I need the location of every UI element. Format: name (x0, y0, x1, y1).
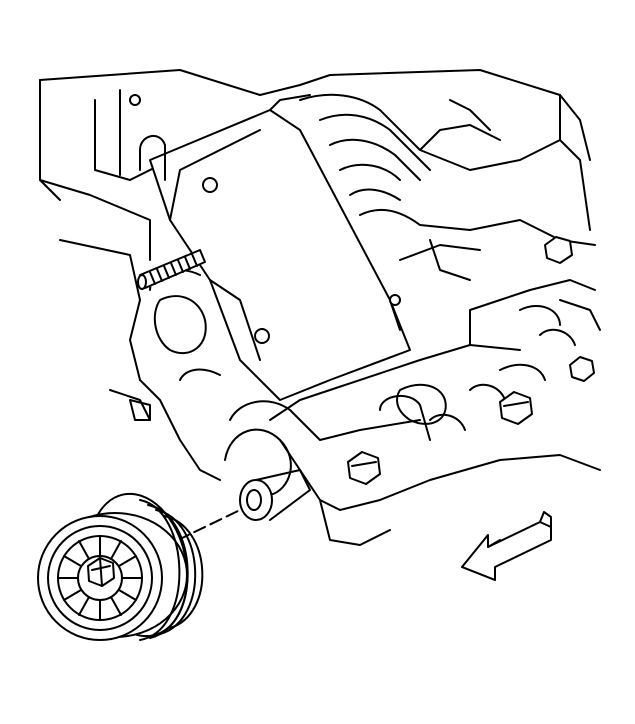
bracket-hole-lower (254, 328, 270, 344)
small-fastener-top (129, 94, 141, 106)
manifold-bolts (129, 94, 595, 485)
manifold-bolt-4 (569, 356, 595, 382)
front-of-vehicle-arrow-icon (461, 511, 552, 581)
manifold-bolt-1 (347, 451, 381, 485)
lower-housing (224, 279, 601, 546)
valve-cover (299, 93, 596, 281)
pulley-spokes (57, 535, 143, 621)
exhaust-manifold (379, 299, 601, 441)
manifold-bolt-3 (544, 236, 573, 264)
pulley-bolt (87, 557, 115, 587)
idler-pulley (37, 492, 204, 641)
bracket-hole-upper (202, 177, 218, 193)
small-fastener (389, 294, 401, 306)
mounting-bracket (139, 94, 411, 401)
alignment-line (177, 509, 241, 541)
pulley-shaft (239, 469, 311, 521)
manifold-bolt-2 (499, 391, 533, 425)
stud-bolt (137, 249, 206, 290)
